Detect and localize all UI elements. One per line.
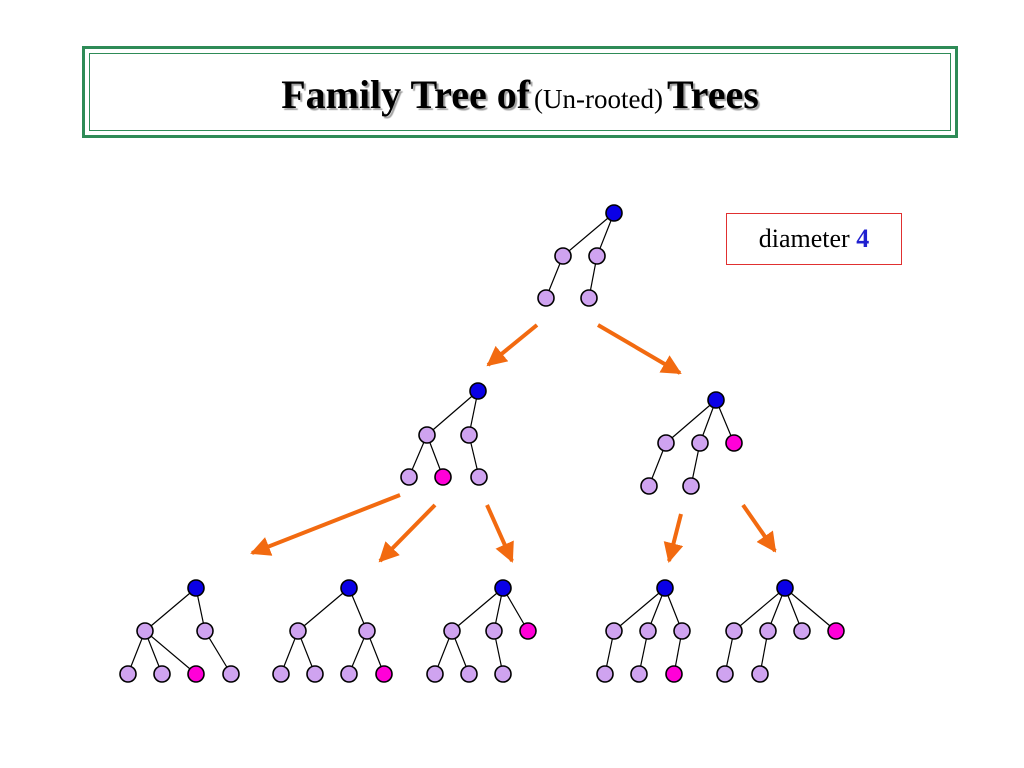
tree-8-root-node bbox=[776, 579, 794, 597]
tree-3-tree-node bbox=[640, 477, 658, 495]
tree-6-tree-node bbox=[485, 622, 503, 640]
tree-4-tree-node bbox=[153, 665, 171, 683]
tree-7-tree-node bbox=[596, 665, 614, 683]
tree-3-edge bbox=[665, 399, 717, 444]
tree-2-tree-node bbox=[460, 426, 478, 444]
tree-6-tree-node bbox=[494, 665, 512, 683]
tree-4-tree-node bbox=[222, 665, 240, 683]
tree-2-edge bbox=[426, 390, 479, 436]
tree-4-edge bbox=[144, 587, 197, 632]
tree-8-tree-node bbox=[759, 622, 777, 640]
tree-7-tree-node bbox=[605, 622, 623, 640]
tree-4-tree-node bbox=[136, 622, 154, 640]
tree-7-tree-node bbox=[639, 622, 657, 640]
derivation-arrow-3 bbox=[250, 493, 401, 556]
tree-5-tree-node bbox=[272, 665, 290, 683]
tree-8-tree-node bbox=[725, 622, 743, 640]
tree-6-new-node bbox=[519, 622, 537, 640]
tree-7-new-node bbox=[665, 665, 683, 683]
tree-1-tree-node bbox=[537, 289, 555, 307]
tree-8-edge bbox=[733, 587, 786, 632]
tree-1-edge bbox=[562, 212, 615, 257]
tree-3-root-node bbox=[707, 391, 725, 409]
tree-5-tree-node bbox=[340, 665, 358, 683]
diameter-value: 4 bbox=[856, 224, 870, 253]
tree-8-new-node bbox=[827, 622, 845, 640]
tree-3-tree-node bbox=[691, 434, 709, 452]
tree-7-edge bbox=[613, 587, 666, 632]
tree-3-tree-node bbox=[657, 434, 675, 452]
tree-1-tree-node bbox=[580, 289, 598, 307]
tree-6-tree-node bbox=[426, 665, 444, 683]
tree-8-tree-node bbox=[751, 665, 769, 683]
derivation-arrow-7 bbox=[741, 503, 777, 553]
tree-4-new-node bbox=[187, 665, 205, 683]
tree-7-tree-node bbox=[630, 665, 648, 683]
tree-5-edge bbox=[297, 587, 350, 632]
derivation-arrow-4 bbox=[378, 503, 437, 563]
tree-4-root-node bbox=[187, 579, 205, 597]
tree-5-tree-node bbox=[306, 665, 324, 683]
tree-6-tree-node bbox=[443, 622, 461, 640]
tree-1-tree-node bbox=[554, 247, 572, 265]
tree-6-tree-node bbox=[460, 665, 478, 683]
tree-4-tree-node bbox=[119, 665, 137, 683]
derivation-arrow-6 bbox=[663, 513, 684, 563]
diameter-label-box: diameter 4 bbox=[726, 213, 902, 265]
tree-7-tree-node bbox=[673, 622, 691, 640]
derivation-arrow-2 bbox=[596, 323, 682, 375]
tree-4-edge bbox=[144, 630, 197, 675]
derivation-arrow-1 bbox=[486, 323, 539, 367]
tree-2-tree-node bbox=[418, 426, 436, 444]
tree-4-tree-node bbox=[196, 622, 214, 640]
tree-5-tree-node bbox=[358, 622, 376, 640]
tree-8-tree-node bbox=[793, 622, 811, 640]
tree-3-tree-node bbox=[682, 477, 700, 495]
tree-2-tree-node bbox=[400, 468, 418, 486]
tree-2-new-node bbox=[434, 468, 452, 486]
tree-5-new-node bbox=[375, 665, 393, 683]
tree-1-root-node bbox=[605, 204, 623, 222]
diameter-label: diameter bbox=[758, 224, 850, 253]
tree-5-tree-node bbox=[289, 622, 307, 640]
tree-5-root-node bbox=[340, 579, 358, 597]
tree-7-root-node bbox=[656, 579, 674, 597]
derivation-arrow-5 bbox=[485, 504, 514, 563]
tree-2-root-node bbox=[469, 382, 487, 400]
title-box: Family Tree of (Un-rooted) Trees bbox=[82, 46, 958, 138]
tree-3-new-node bbox=[725, 434, 743, 452]
tree-2-tree-node bbox=[470, 468, 488, 486]
tree-6-root-node bbox=[494, 579, 512, 597]
tree-8-tree-node bbox=[716, 665, 734, 683]
tree-6-edge bbox=[451, 587, 504, 632]
tree-1-tree-node bbox=[588, 247, 606, 265]
tree-8-edge bbox=[784, 587, 837, 632]
